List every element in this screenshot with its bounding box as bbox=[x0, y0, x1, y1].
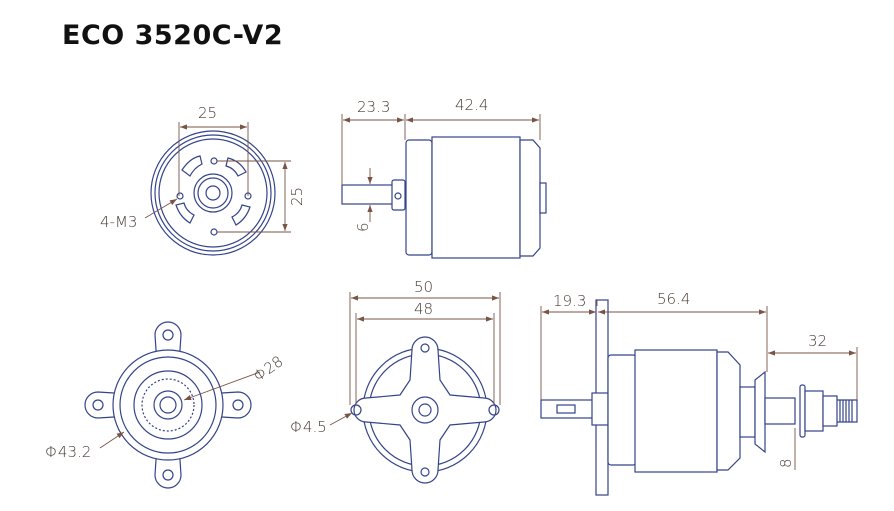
dim-adapter-dia: 8 bbox=[777, 458, 795, 468]
dim-prop-adapter: 32 bbox=[808, 332, 827, 350]
rear-view: Φ28 Φ43.2 bbox=[45, 321, 287, 489]
dim-body-length: 42.4 bbox=[455, 96, 488, 114]
dim-hole-spacing-h: 25 bbox=[198, 104, 217, 122]
dim-inner-dia: Φ28 bbox=[250, 352, 287, 385]
dim-shaft-dia: 6 bbox=[354, 222, 372, 232]
dim-total-length: 56.4 bbox=[657, 290, 690, 308]
side-view: 23.3 42.4 6 bbox=[341, 96, 547, 259]
dim-outer-dia: Φ43.2 bbox=[45, 443, 91, 461]
dim-rear-shaft: 19.3 bbox=[553, 292, 586, 310]
dim-hole-spacing-v: 25 bbox=[288, 187, 306, 206]
side-mounted-view: 19.3 56.4 32 8 bbox=[540, 290, 858, 496]
mount-view: 50 48 Φ4.5 bbox=[290, 278, 501, 484]
dim-mount-hole-dia: Φ4.5 bbox=[290, 418, 327, 436]
dim-mount-width: 50 bbox=[414, 278, 433, 296]
dim-mount-hole-spacing: 48 bbox=[414, 300, 433, 318]
front-view: 25 25 4-M3 bbox=[100, 104, 306, 256]
dim-mount-holes: 4-M3 bbox=[100, 213, 137, 231]
product-title: ECO 3520C-V2 bbox=[62, 20, 284, 51]
dim-shaft-length: 23.3 bbox=[357, 98, 390, 116]
